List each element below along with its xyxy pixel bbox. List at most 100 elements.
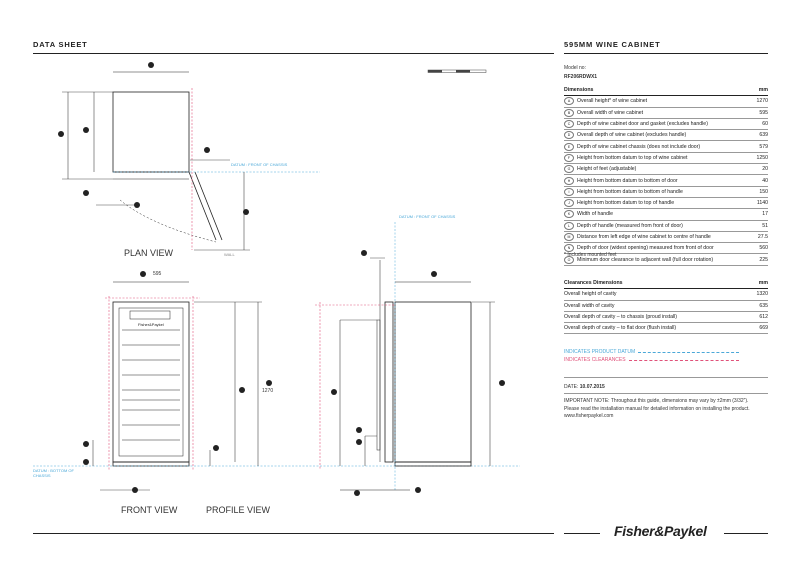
dimension-desc: Minimum door clearance to adjacent wall …: [577, 256, 714, 263]
model-number: RF206RDWX1: [564, 74, 598, 80]
dimension-row: C Depth of wine cabinet door and gasket …: [564, 119, 768, 131]
dimension-desc: Overall width of wine cabinet: [577, 109, 644, 116]
dimension-row: D Overall depth of wine cabinet (exclude…: [564, 130, 768, 142]
clearances-title: Clearances Dimensions: [564, 280, 623, 287]
legend-clearances-line: [628, 359, 739, 361]
dimension-id: B: [564, 108, 574, 117]
clearance-row: Overall depth of cavity – to chassis (pr…: [564, 312, 768, 324]
dimension-val: 579: [759, 143, 768, 150]
dimension-val: 51: [762, 222, 768, 229]
dimension-id: D: [564, 131, 574, 140]
dimension-id: H: [564, 176, 574, 185]
dimension-id: F: [564, 153, 574, 162]
legend-datum-line: [638, 351, 739, 353]
dimension-val: 1140: [756, 200, 768, 207]
front-width-label: 595: [153, 271, 162, 277]
legend-clearances: INDICATES CLEARANCES: [564, 357, 739, 363]
clearance-row: Overall depth of cavity – to flat door (…: [564, 323, 768, 335]
legend-clearances-text: INDICATES CLEARANCES: [564, 357, 626, 363]
plan-view-drawing: [62, 71, 320, 251]
date-rule-bottom: [564, 393, 768, 394]
dimension-id: C: [564, 120, 574, 129]
dimensions-table-header: Dimensions mm: [564, 85, 768, 97]
dimension-val: 1270: [756, 98, 768, 105]
dimensions-footnote: * Includes mounted feet: [564, 252, 617, 258]
dimension-val: 17: [762, 211, 768, 218]
dimension-id: O: [564, 255, 574, 264]
dimension-row: O Minimum door clearance to adjacent wal…: [564, 254, 768, 266]
dimensions-unit: mm: [758, 87, 768, 94]
dimension-val: 560: [759, 245, 768, 252]
dimension-row: I Height from bottom datum to bottom of …: [564, 187, 768, 198]
dimension-val: 60: [762, 121, 768, 128]
clearance-val: 612: [759, 314, 768, 321]
dimension-val: 150: [759, 188, 768, 195]
front-view-drawing: [33, 281, 520, 491]
clearance-desc: Overall depth of cavity – to chassis (pr…: [564, 314, 678, 321]
clearance-desc: Overall width of cavity: [564, 302, 615, 309]
important-note: IMPORTANT NOTE: Throughout this guide, d…: [564, 398, 750, 419]
date-rule-top: [564, 377, 768, 378]
left-header-rule: [33, 53, 554, 54]
clearances-table-header: Clearances Dimensions mm: [564, 278, 768, 290]
dimension-desc: Height from bottom datum to bottom of do…: [577, 177, 678, 184]
dimension-desc: Depth of handle (measured from front of …: [577, 222, 683, 229]
datum-front-label-profile: DATUM : FRONT OF CHASSIS: [399, 214, 456, 219]
left-header-title: DATA SHEET: [33, 40, 88, 49]
dimension-desc: Height from bottom datum to bottom of ha…: [577, 188, 683, 195]
dimension-row: B Overall width of wine cabinet 595: [564, 108, 768, 119]
right-header-title: 595MM WINE CABINET: [564, 40, 661, 49]
clearance-desc: Overall depth of cavity – to flat door (…: [564, 325, 677, 332]
dimension-desc: Overall depth of wine cabinet (excludes …: [577, 132, 687, 139]
clearances-unit: mm: [758, 280, 768, 287]
left-footer-rule: [33, 533, 554, 534]
dimension-val: 595: [759, 109, 768, 116]
legend-datum-text: INDICATES PRODUCT DATUM: [564, 349, 636, 355]
clearance-val: 669: [759, 325, 768, 332]
dimension-desc: Depth of wine cabinet door and gasket (e…: [577, 121, 708, 128]
model-label: Model no:: [564, 65, 586, 71]
dimension-id: J: [564, 199, 574, 208]
dimension-row: A Overall height* of wine cabinet 1270: [564, 96, 768, 108]
dimension-val: 27.5: [757, 234, 768, 240]
dimension-val: 639: [759, 132, 768, 139]
dimension-desc: Distance from left edge of wine cabinet …: [577, 234, 711, 240]
dimension-id: I: [564, 187, 574, 196]
date-value: 10.07.2015: [579, 384, 605, 390]
clearance-desc: Overall height of cavity: [564, 291, 617, 298]
date-label: DATE:: [564, 384, 579, 390]
clearance-row: Overall width of cavity 635: [564, 301, 768, 312]
dimension-desc: Height from bottom datum to top of wine …: [577, 154, 688, 161]
scale-bar: [427, 69, 487, 73]
dimension-row: L Depth of handle (measured from front o…: [564, 221, 768, 232]
dimensions-table: Dimensions mm A Overall height* of wine …: [564, 85, 768, 266]
dimension-id: A: [564, 97, 574, 106]
dimension-row: M Distance from left edge of wine cabine…: [564, 232, 768, 244]
dimension-row: K Width of handle 17: [564, 209, 768, 221]
dimension-id: G: [564, 165, 574, 174]
brand-logo: Fisher&Paykel: [614, 523, 707, 539]
datum-bottom-label: DATUM : BOTTOM OF CHASSIS: [33, 468, 74, 478]
dimension-row: F Height from bottom datum to top of win…: [564, 153, 768, 165]
dimensions-title: Dimensions: [564, 87, 594, 94]
dimension-val: 20: [762, 166, 768, 173]
clearance-row: Overall height of cavity 1320: [564, 289, 768, 301]
dimension-desc: Depth of door (widest opening) measured …: [577, 245, 714, 252]
dimension-row: J Height from bottom datum to top of han…: [564, 198, 768, 210]
dimension-id: N: [564, 244, 574, 253]
dimension-id: M: [564, 233, 574, 241]
dimension-row: N Depth of door (widest opening) measure…: [564, 243, 768, 255]
plan-view-label: PLAN VIEW: [124, 248, 174, 258]
dimension-markers: [58, 62, 505, 496]
right-header-rule: [564, 53, 768, 54]
dimension-id: E: [564, 142, 574, 151]
dimension-val: 225: [759, 256, 768, 263]
profile-view-drawing: [315, 222, 495, 491]
date-line: DATE: 10.07.2015: [564, 384, 605, 390]
dimension-row: H Height from bottom datum to bottom of …: [564, 175, 768, 187]
dimension-desc: Depth of wine cabinet chassis (does not …: [577, 143, 701, 150]
dimension-val: 40: [762, 177, 768, 184]
wall-label: WALL: [224, 252, 235, 257]
right-footer-rule-1: [564, 533, 600, 534]
dimension-val: 1250: [756, 154, 768, 161]
